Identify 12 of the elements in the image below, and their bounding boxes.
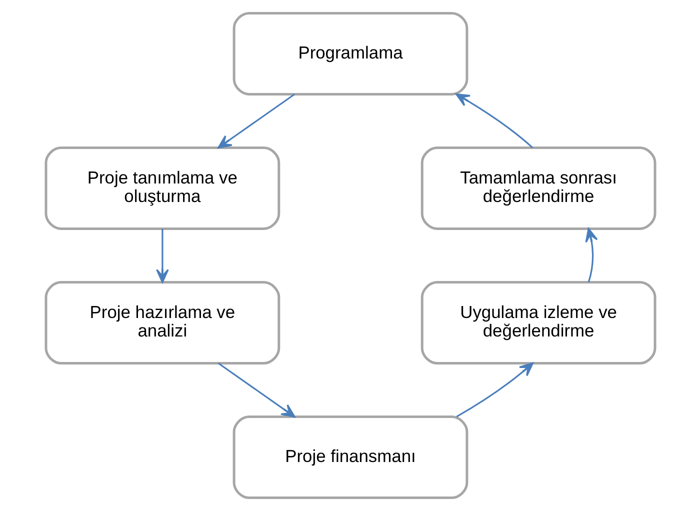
node-box: Proje tanımlama ve oluşturma — [44, 146, 280, 230]
arrow — [217, 362, 295, 418]
arrow — [584, 228, 598, 282]
arrow — [156, 228, 168, 283]
node-box: Proje hazırlama ve analizi — [44, 281, 280, 364]
arrow — [217, 94, 295, 148]
arrow — [455, 93, 533, 148]
arrow — [456, 362, 533, 418]
node-box: Uygulama izleme ve değerlendirme — [420, 281, 656, 364]
node-box: Programlama — [232, 12, 468, 96]
node-box: Proje finansmanı — [232, 416, 468, 499]
node-box: Tamamlama sonrası değerlendirme — [420, 146, 656, 230]
